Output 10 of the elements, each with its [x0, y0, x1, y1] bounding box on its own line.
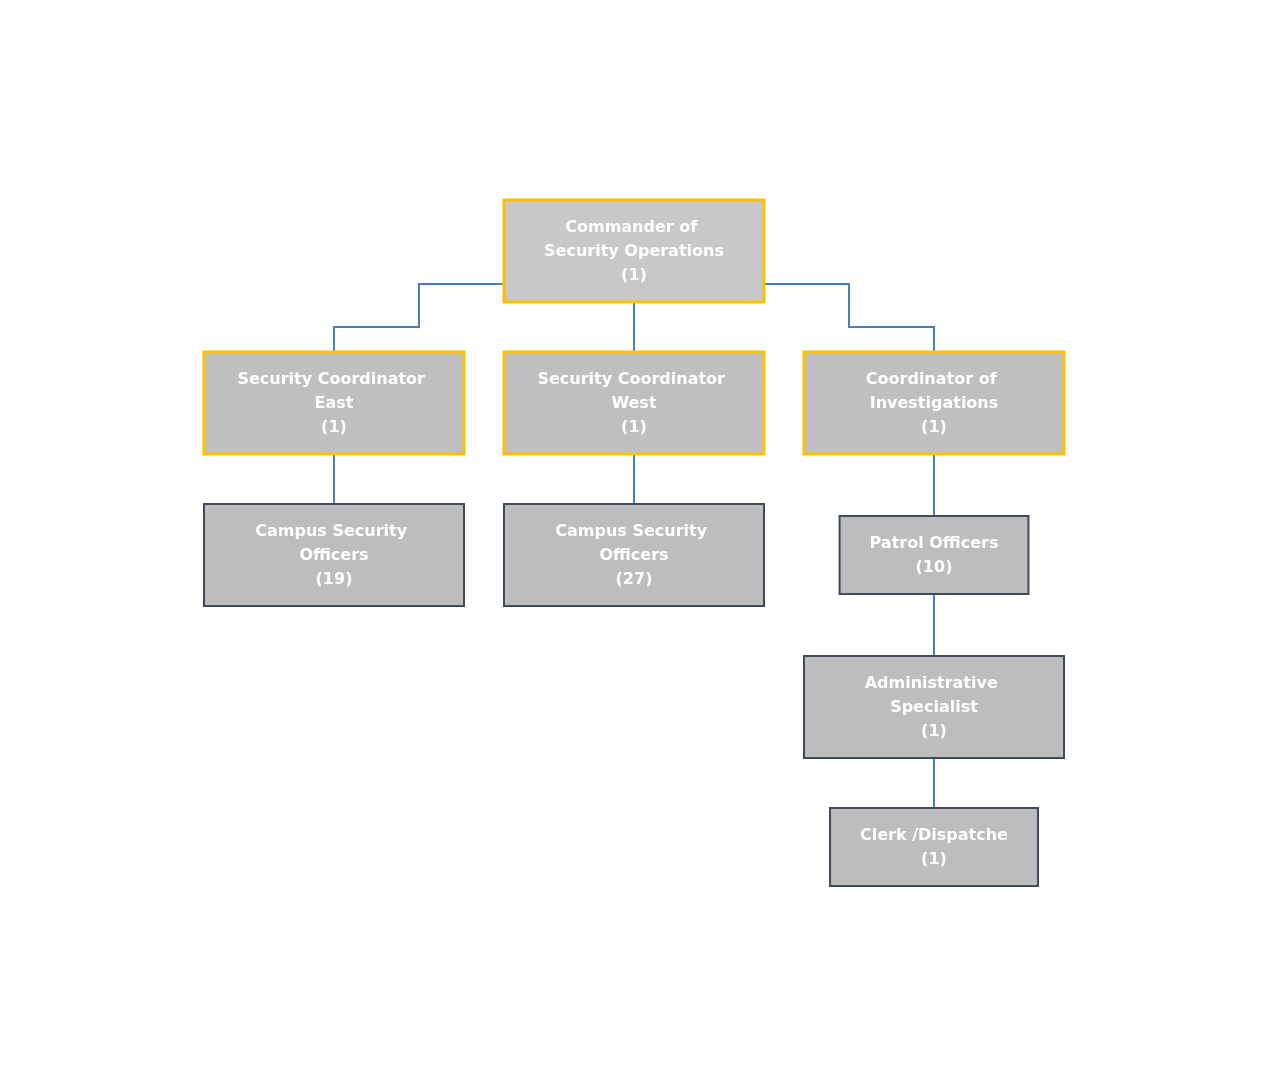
connector: [933, 592, 935, 657]
node-box: Campus Security Officers (27): [503, 502, 765, 607]
node-box: Administrative Specialist (1): [803, 654, 1065, 759]
node-box: Coordinator of Investigations (1): [802, 350, 1066, 455]
node-box: Patrol Officers (10): [838, 514, 1030, 595]
connector: [933, 756, 935, 809]
node-box: Clerk /Dispatche (1): [829, 806, 1039, 887]
node-box: Campus Security Officers (19): [203, 502, 465, 607]
node-box: Security Coordinator West (1): [502, 350, 766, 455]
node-box: Security Coordinator East (1): [202, 350, 466, 455]
